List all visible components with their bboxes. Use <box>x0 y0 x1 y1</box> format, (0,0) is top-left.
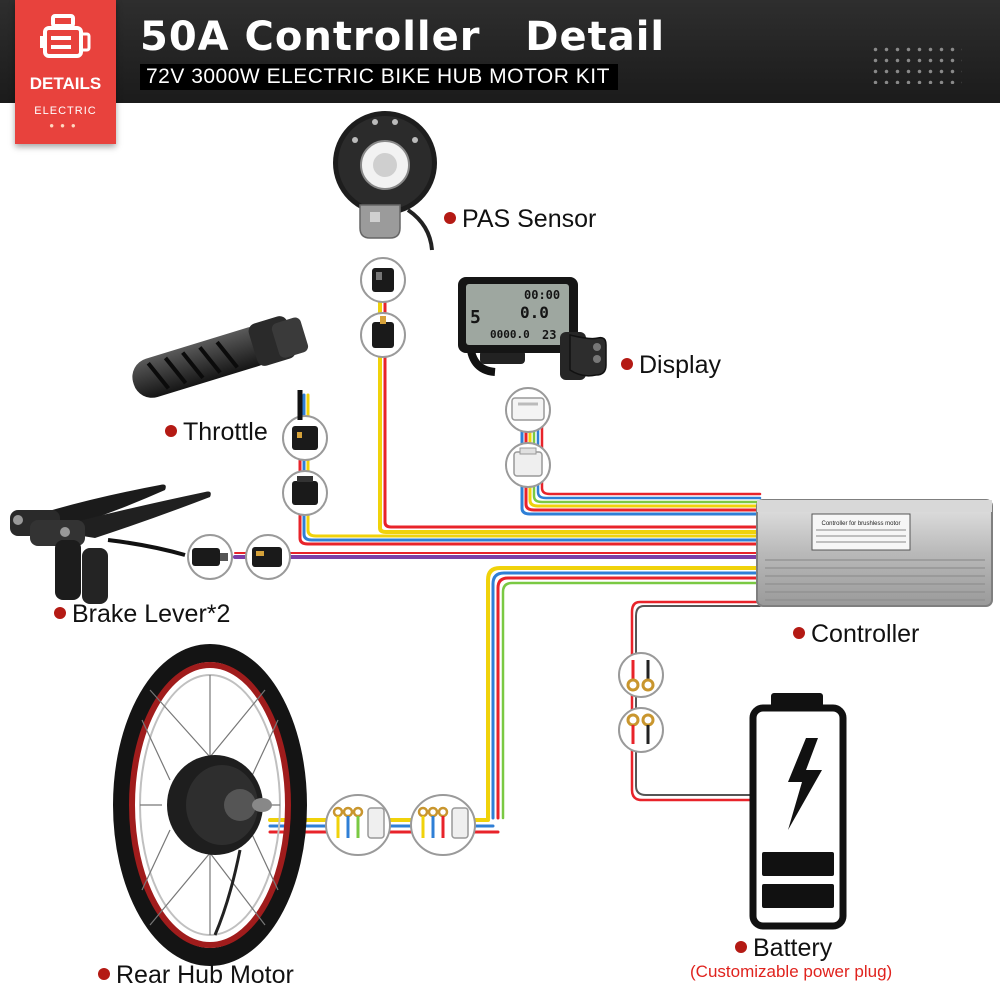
page-title: 50A Controller Detail <box>140 14 666 60</box>
display-temp: 23 <box>542 328 556 342</box>
battery-image <box>749 693 847 930</box>
brake-lever-image <box>10 484 211 604</box>
label-display: Display <box>621 351 721 380</box>
bullet-dot <box>735 941 747 954</box>
connector-pas-top <box>360 257 406 303</box>
display-wire <box>520 408 762 516</box>
bullet-dot <box>621 358 633 371</box>
label-battery: Battery <box>735 934 832 963</box>
page-subtitle: 72V 3000W ELECTRIC BIKE HUB MOTOR KIT <box>140 64 618 90</box>
bullet-dot <box>444 212 456 225</box>
connector-throttle-bottom <box>282 470 328 516</box>
brake-wire <box>233 552 762 559</box>
throttle-image <box>132 316 309 420</box>
label-throttle: Throttle <box>165 418 268 447</box>
connector-brake-right <box>245 534 291 580</box>
label-rear-hub-motor: Rear Hub Motor <box>98 961 294 990</box>
connector-motor-left <box>325 794 391 856</box>
rear-hub-motor-image <box>113 644 307 966</box>
controller-plate-text: Controller for brushless motor <box>821 521 900 527</box>
bullet-dot <box>793 627 805 640</box>
details-badge: DETAILS ELECTRIC ●●● <box>15 0 116 144</box>
battery-wire <box>630 600 762 802</box>
controller-image: Controller for brushless motor <box>756 499 993 607</box>
display-image <box>458 277 607 380</box>
bullet-dot <box>54 607 66 620</box>
display-screen-readouts: 00:00 5 0.0 0000.0 23 <box>470 288 560 342</box>
battery-note: (Customizable power plug) <box>690 962 893 981</box>
pas-wire <box>378 298 762 534</box>
engine-icon <box>40 14 91 58</box>
label-brake-lever: Brake Lever*2 <box>54 600 230 629</box>
display-distance: 0000.0 <box>490 328 530 341</box>
connector-pas-bottom <box>360 312 406 358</box>
label-controller: Controller <box>793 620 919 649</box>
connector-motor-right <box>410 794 476 856</box>
decorative-dot-grid <box>870 44 962 84</box>
bullet-dot <box>165 425 177 438</box>
connector-battery-top <box>618 652 664 698</box>
connector-display-bottom <box>505 442 551 488</box>
label-pas-sensor: PAS Sensor <box>444 205 596 234</box>
pas-sensor-image <box>333 111 437 251</box>
connector-display-top <box>505 387 551 433</box>
badge-subtitle: ELECTRIC <box>34 105 97 117</box>
motor-wire <box>268 566 762 834</box>
connector-battery-bottom <box>618 707 664 753</box>
display-time: 00:00 <box>524 288 560 302</box>
display-gear: 5 <box>470 307 481 328</box>
connector-throttle-top <box>282 415 328 461</box>
display-speed: 0.0 <box>520 303 549 322</box>
badge-title: DETAILS <box>29 74 102 93</box>
throttle-wire <box>298 393 762 546</box>
header-bar: 50A Controller Detail 72V 3000W ELECTRIC… <box>0 0 1000 103</box>
bullet-dot <box>98 968 110 981</box>
connector-brake-left <box>187 534 233 580</box>
badge-decorative-dots: ●●● <box>49 121 82 130</box>
